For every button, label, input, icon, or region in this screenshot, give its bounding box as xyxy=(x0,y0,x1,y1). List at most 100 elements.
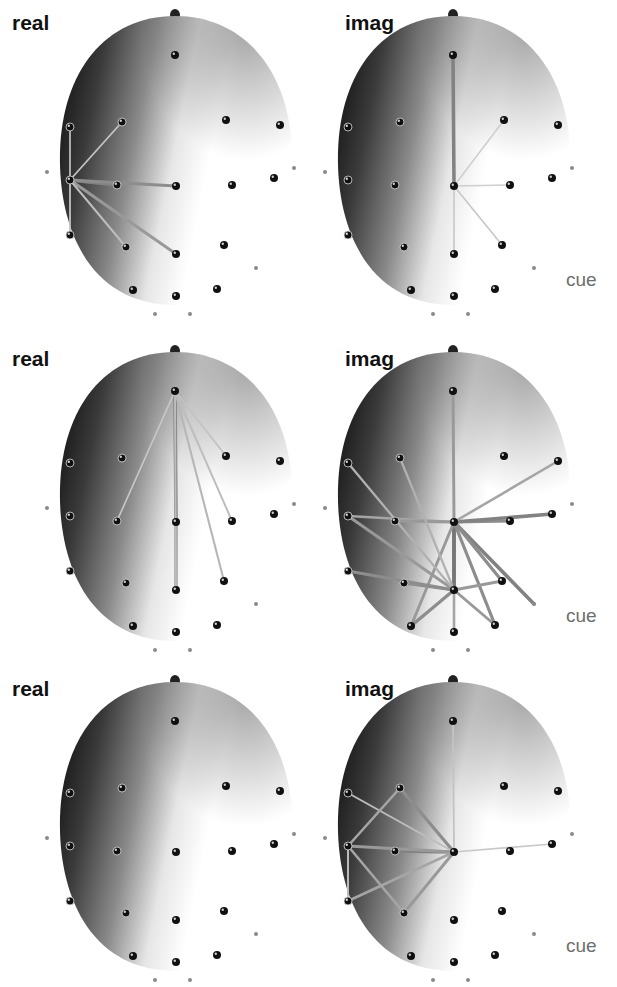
electrode-dot xyxy=(506,181,514,189)
electrode xyxy=(222,116,230,124)
electrode-highlight xyxy=(402,911,404,913)
electrode-dot xyxy=(548,840,556,848)
electrode-dot xyxy=(222,116,230,124)
electrode-dot xyxy=(292,832,296,836)
coherence-line xyxy=(70,180,176,254)
electrode-dot xyxy=(172,916,180,924)
electrode xyxy=(500,782,508,790)
electrode xyxy=(66,231,74,239)
electrode-dot xyxy=(213,621,221,629)
electrode xyxy=(344,789,352,797)
electrode-highlight xyxy=(174,520,176,522)
electrode-dot xyxy=(172,518,180,526)
electrode-highlight xyxy=(120,786,122,788)
head-map xyxy=(45,9,296,316)
electrode-highlight xyxy=(222,243,224,245)
electrode xyxy=(400,909,408,917)
electrode xyxy=(466,312,470,316)
electrode-dot xyxy=(172,848,180,856)
electrode-highlight xyxy=(174,252,176,254)
electrode-dot xyxy=(500,116,508,124)
electrode xyxy=(172,958,180,966)
electrode xyxy=(323,836,327,840)
electrode-highlight xyxy=(452,588,454,590)
electrode-dot xyxy=(66,567,74,575)
electrode-highlight xyxy=(550,842,552,844)
coherence-line xyxy=(453,721,454,852)
electrode-dot xyxy=(222,452,230,460)
electrode-dot xyxy=(220,241,228,249)
electrode xyxy=(498,907,506,915)
electrode xyxy=(153,648,157,652)
coherence-line xyxy=(69,180,71,235)
electrode-dot xyxy=(118,118,126,126)
panel-label: real xyxy=(12,678,49,699)
coherence-line xyxy=(70,180,126,247)
electrode xyxy=(254,602,258,606)
electrode xyxy=(213,951,221,959)
electrode-dot xyxy=(532,602,536,606)
electrode xyxy=(228,181,236,189)
electrode-dot xyxy=(171,51,179,59)
electrode-dot xyxy=(45,836,49,840)
electrode xyxy=(153,312,157,316)
electrode-highlight xyxy=(68,233,70,235)
electrode-highlight xyxy=(222,579,224,581)
electrode xyxy=(118,454,126,462)
electrode-dot xyxy=(466,648,470,652)
electrode xyxy=(188,312,192,316)
electrode xyxy=(129,622,137,630)
electrode-dot xyxy=(570,166,574,170)
electrode-dot xyxy=(66,231,74,239)
electrode xyxy=(172,250,180,258)
electrode-dot xyxy=(66,512,74,520)
electrode-highlight xyxy=(131,954,133,956)
electrode-dot xyxy=(276,787,284,795)
electrode-dot xyxy=(344,123,352,131)
electrode-dot xyxy=(188,312,192,316)
electrode-highlight xyxy=(120,456,122,458)
electrode-dot xyxy=(292,502,296,506)
electrode-dot xyxy=(171,387,179,395)
electrode-highlight xyxy=(451,389,453,391)
electrode-dot xyxy=(500,452,508,460)
electrode-highlight xyxy=(346,791,348,793)
electrode xyxy=(431,978,435,982)
electrode-dot xyxy=(400,243,408,251)
electrode-highlight xyxy=(68,125,70,127)
electrode-dot xyxy=(323,170,327,174)
electrode-dot xyxy=(213,951,221,959)
electrode xyxy=(113,517,121,525)
electrode xyxy=(532,266,536,270)
electrode-highlight xyxy=(68,899,70,901)
electrode xyxy=(270,840,278,848)
electrode-dot xyxy=(220,577,228,585)
electrode xyxy=(228,847,236,855)
electrode-dot xyxy=(498,241,506,249)
electrode-dot xyxy=(344,842,352,850)
electrode-highlight xyxy=(393,519,395,521)
electrode xyxy=(431,312,435,316)
electrode-highlight xyxy=(124,245,126,247)
electrode-highlight xyxy=(556,789,558,791)
electrode xyxy=(188,648,192,652)
electrode-dot xyxy=(213,285,221,293)
electrode-dot xyxy=(506,517,514,525)
electrode xyxy=(344,897,352,905)
electrode-dot xyxy=(344,567,352,575)
electrode-highlight xyxy=(115,849,117,851)
electrode-highlight xyxy=(115,519,117,521)
coherence-line xyxy=(454,581,502,590)
electrode-dot xyxy=(450,628,458,636)
electrode xyxy=(466,648,470,652)
electrode-dot xyxy=(66,842,74,850)
coherence-line xyxy=(454,514,552,522)
electrode xyxy=(292,166,296,170)
head-surface xyxy=(60,682,292,971)
electrode xyxy=(118,784,126,792)
electrode-dot xyxy=(270,174,278,182)
electrode-dot xyxy=(45,506,49,510)
electrode-dot xyxy=(228,181,236,189)
electrode-dot xyxy=(276,457,284,465)
electrode-dot xyxy=(276,121,284,129)
